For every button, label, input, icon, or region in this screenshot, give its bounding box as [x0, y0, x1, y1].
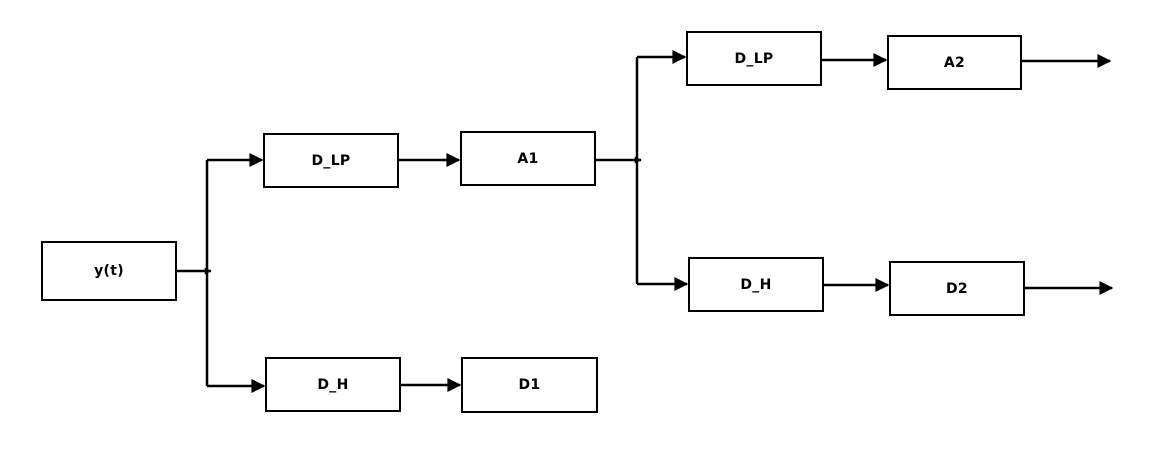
block-lowpass-decomposition-level1-label: D_LP	[311, 152, 351, 169]
block-detail-d2-label: D2	[946, 280, 968, 297]
block-highpass-decomposition-level1-label: D_H	[317, 376, 349, 393]
block-detail-d1-label: D1	[518, 377, 541, 393]
block-approximation-a1: A1	[460, 131, 596, 186]
block-input-signal: y(t)	[41, 241, 177, 301]
block-lowpass-decomposition-level2: D_LP	[686, 31, 822, 86]
block-highpass-decomposition-level1: D_H	[265, 357, 401, 412]
block-highpass-decomposition-level2: D_H	[688, 257, 824, 312]
block-lowpass-decomposition-level1: D_LP	[263, 133, 399, 188]
block-approximation-a1-label: A1	[517, 150, 539, 167]
block-detail-d2: D2	[889, 261, 1025, 316]
block-approximation-a2: A2	[887, 35, 1022, 90]
block-highpass-decomposition-level2-label: D_H	[740, 276, 772, 293]
block-input-signal-label: y(t)	[94, 263, 124, 279]
block-approximation-a2-label: A2	[943, 54, 966, 71]
block-lowpass-decomposition-level2-label: D_LP	[734, 50, 774, 67]
block-detail-d1: D1	[461, 357, 598, 413]
